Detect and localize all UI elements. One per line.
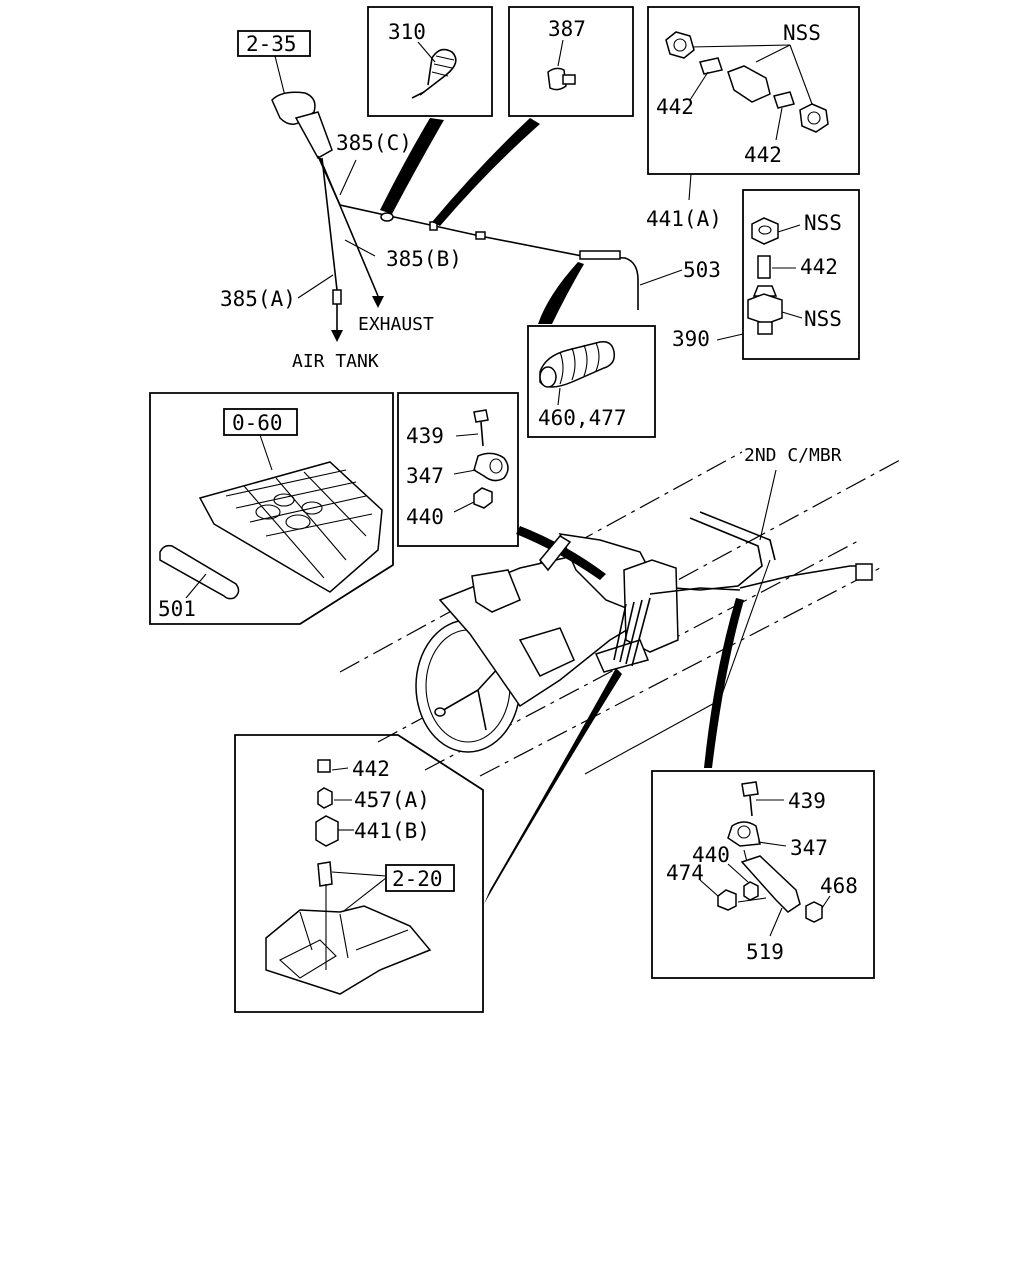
range-cylinder: [623, 559, 679, 653]
box-460-477: 460,477: [527, 325, 656, 438]
label-519: 519: [746, 940, 784, 964]
label-439-b: 439: [788, 789, 826, 813]
hose-385b: [319, 157, 379, 297]
clip-347-b: [727, 821, 761, 847]
box-439-347-440-upper: 439 347 440: [397, 392, 519, 547]
label-385b: 385(B): [386, 247, 462, 271]
hose-385a: [321, 157, 338, 291]
nut-440: [473, 487, 493, 509]
label-442-a: 442: [656, 95, 694, 119]
label-439-a: 439: [406, 424, 444, 448]
callout-wedge-box-right: [704, 598, 744, 768]
label-457a: 457(A): [354, 788, 430, 812]
nut-nss: [751, 217, 779, 245]
shift-lever-assembly: 2-35 385(C) 385(B) 385(A) EXHAUST AIR TA…: [220, 30, 721, 372]
label-310: 310: [388, 20, 426, 44]
label-460-477: 460,477: [538, 406, 627, 430]
union-441a: [727, 65, 771, 103]
ref-0-60: 0-60: [232, 411, 283, 435]
bracket-plate: [265, 905, 432, 995]
box-0-60: 0-60 501: [149, 392, 394, 625]
sleeve-442-d: [317, 759, 331, 773]
cable-tie-310: [419, 48, 457, 96]
box-441a: NSS 442 442 441(A): [646, 6, 860, 231]
fitting-2-20: [317, 861, 333, 887]
air-tank-arrow: [331, 330, 343, 342]
label-440-a: 440: [406, 505, 444, 529]
label-nss-2: NSS: [804, 307, 842, 331]
box-387: 387: [508, 6, 634, 117]
bolt-head-439-b: [741, 781, 759, 797]
label-385c: 385(C): [336, 131, 412, 155]
label-442-d: 442: [352, 757, 390, 781]
harness-connector: [855, 563, 873, 581]
label-387: 387: [548, 17, 586, 41]
label-503: 503: [683, 258, 721, 282]
pto-cover: [518, 627, 575, 677]
ref-box-2-35: [237, 30, 311, 57]
bolt-head-439: [473, 409, 489, 423]
air-lines: [613, 597, 651, 667]
nut-left: [665, 31, 695, 59]
label-2nd-cmbr: 2ND C/MBR: [744, 445, 842, 466]
sleeve-442-left: [699, 57, 723, 75]
fitting-390: [747, 293, 783, 325]
sleeve-442-c: [757, 255, 771, 279]
transmission-assembly: 2ND C/MBR: [339, 445, 901, 904]
label-440-b: 440: [692, 843, 730, 867]
bolt-474: [717, 889, 737, 911]
shift-lever-boot: [294, 111, 333, 160]
callout-wedge-460: [538, 262, 584, 324]
nut-468: [805, 901, 823, 923]
ref-2-20: 2-20: [392, 867, 443, 891]
boot-460-477: [539, 340, 616, 388]
exhaust-arrow: [372, 296, 384, 308]
sleeve-442-right: [773, 91, 795, 109]
ref-2-35: 2-35: [246, 32, 297, 56]
nut-440-b: [743, 881, 759, 901]
label-442-c: 442: [800, 255, 838, 279]
label-385a: 385(A): [220, 287, 296, 311]
clip-347: [473, 452, 509, 482]
label-exhaust: EXHAUST: [358, 314, 434, 335]
label-347-a: 347: [406, 464, 444, 488]
label-nss-top: NSS: [783, 21, 821, 45]
label-nss-1: NSS: [804, 211, 842, 235]
nut-right: [799, 103, 829, 133]
label-air-tank: AIR TANK: [292, 351, 379, 372]
box-441b: 442 457(A) 441(B) 2-20: [234, 734, 484, 1013]
air-tank-fitting: [332, 289, 342, 305]
label-441b: 441(B): [354, 819, 430, 843]
shift-linkage: [471, 569, 521, 613]
label-441a: 441(A): [646, 207, 722, 231]
seal-501: [159, 544, 240, 600]
callout-wedge-310: [380, 118, 444, 214]
clip-310: [380, 212, 394, 222]
callout-wedge-box-lower: [484, 668, 622, 904]
connector-441b: [315, 815, 339, 847]
label-501: 501: [158, 597, 196, 621]
bracket-519: [740, 855, 801, 913]
cab-floor-panel: [198, 461, 383, 593]
grommet-387-part: [547, 67, 567, 91]
box-519: 439 347 440 474 468 519: [651, 770, 875, 979]
label-390: 390: [672, 327, 710, 351]
label-468: 468: [820, 874, 858, 898]
leader-2-35: [274, 55, 286, 97]
box-390: NSS 442 NSS 390: [672, 189, 860, 360]
box-310: 310: [367, 6, 493, 117]
label-474: 474: [666, 861, 704, 885]
label-442-b: 442: [744, 143, 782, 167]
label-347-b: 347: [790, 836, 828, 860]
boot-460-477-on-cable: [579, 250, 621, 260]
callout-wedge-387: [432, 118, 540, 226]
nut-457a: [317, 787, 333, 809]
